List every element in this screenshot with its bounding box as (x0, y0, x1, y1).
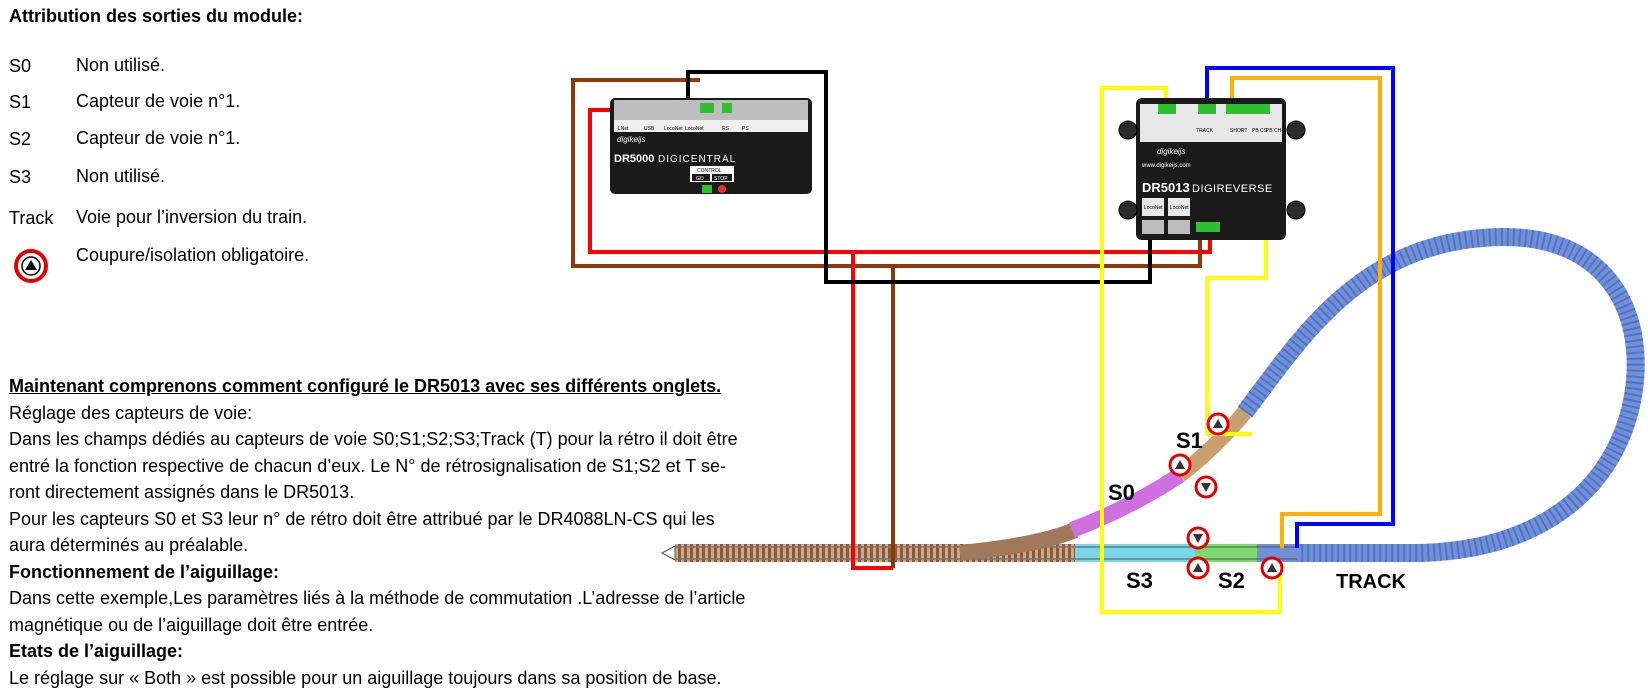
dr5000-name: DIGICENTRAL (658, 154, 736, 165)
dr5013-model: DR5013 (1142, 180, 1190, 195)
track-label-s0: S0 (1108, 480, 1135, 505)
dr5013-port-label-pbchs: PB CH-S (1266, 128, 1287, 134)
isolation-marker-s3-top (1188, 528, 1208, 548)
dr5000-port-label-9: RS (722, 126, 730, 132)
isolation-marker-s3-bottom (1188, 558, 1208, 578)
dr5013-port-label-loconet-2: LocoNet (1170, 205, 1189, 211)
track-label-s2: S2 (1218, 568, 1245, 593)
isolation-marker-track (1262, 558, 1282, 578)
isolation-marker-s0-top (1170, 455, 1190, 475)
dr5013-device: TRACK SHORT PB CS PB CH-S digikeijs www.… (1119, 98, 1305, 240)
dr5000-port-label-7: LocoNet (685, 126, 704, 132)
track-layout (662, 237, 1636, 562)
dr5000-device: LNet USB LocoNet LocoNet RS PS digikeijs… (610, 98, 812, 194)
dr5013-name: DIGIREVERSE (1192, 183, 1273, 195)
track-label-s3: S3 (1126, 568, 1153, 593)
dr5013-port-label-track: TRACK (1196, 128, 1214, 134)
dr5013-brand: digikeijs (1157, 147, 1185, 156)
dr5013-website: www.digikeijs.com (1141, 163, 1191, 169)
dr5013-port-label-loconet-1: LocoNet (1144, 205, 1163, 211)
dr5000-control-label: CONTROL (697, 168, 722, 174)
dr5000-go-label: GO (696, 176, 704, 182)
dr5013-port-label-short: SHORT (1230, 128, 1247, 134)
dr5000-port-label-3: USB (644, 126, 655, 132)
dr5000-port-label-1: LNet (618, 126, 629, 132)
track-reverse-loop (1245, 237, 1636, 553)
dr5000-port-label-5: LocoNet (664, 126, 683, 132)
dr5000-stop-label: STOP (714, 176, 728, 182)
isolation-marker-s1-top (1208, 414, 1228, 434)
track-label-track: TRACK (1336, 571, 1407, 593)
dr5000-port-label-11: PS (742, 126, 749, 132)
dr5000-brand: digikeijs (617, 135, 645, 144)
track-label-s1: S1 (1176, 428, 1203, 453)
isolation-marker-s0-bottom (1196, 477, 1216, 497)
dr5000-model: DR5000 (614, 153, 654, 165)
